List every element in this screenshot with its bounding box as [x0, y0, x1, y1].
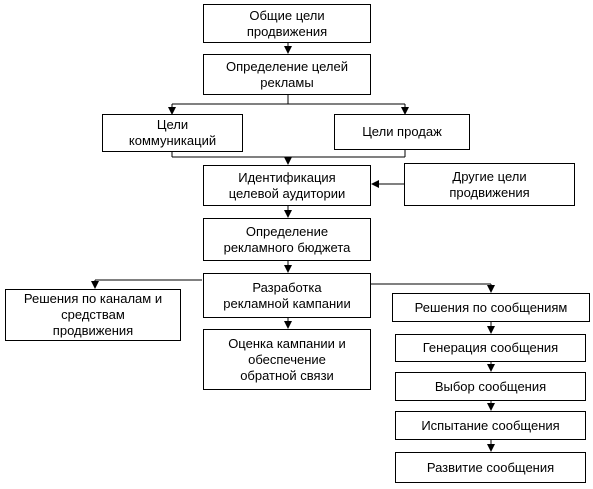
node-message-development: Развитие сообщения — [395, 452, 586, 483]
node-target-audience-label: Идентификация целевой аудитории — [228, 169, 346, 201]
node-other-goals: Другие цели продвижения — [404, 163, 575, 206]
node-message-decisions-label: Решения по сообщениям — [414, 299, 568, 315]
node-message-decisions: Решения по сообщениям — [392, 293, 590, 322]
node-evaluation: Оценка кампании и обеспечение обратной с… — [203, 329, 371, 390]
node-ad-goals: Определение целей рекламы — [203, 54, 371, 95]
node-campaign-label: Разработка рекламной кампании — [223, 279, 351, 311]
node-message-development-label: Развитие сообщения — [426, 459, 555, 475]
node-message-testing: Испытание сообщения — [395, 411, 586, 440]
node-general-goals-label: Общие цели продвижения — [246, 7, 328, 39]
node-target-audience: Идентификация целевой аудитории — [203, 165, 371, 206]
node-campaign: Разработка рекламной кампании — [203, 273, 371, 318]
node-channels-label: Решения по каналам и средствам продвижен… — [23, 291, 163, 338]
node-message-selection: Выбор сообщения — [395, 372, 586, 401]
node-message-testing-label: Испытание сообщения — [421, 417, 560, 433]
node-comm-goals-label: Цели коммуникаций — [128, 117, 217, 148]
node-budget: Определение рекламного бюджета — [203, 218, 371, 261]
node-general-goals: Общие цели продвижения — [203, 4, 371, 43]
node-ad-goals-label: Определение целей рекламы — [226, 58, 348, 90]
node-channels: Решения по каналам и средствам продвижен… — [5, 289, 181, 341]
node-message-generation-label: Генерация сообщения — [422, 340, 559, 355]
node-evaluation-label: Оценка кампании и обеспечение обратной с… — [228, 335, 346, 383]
node-sales-goals: Цели продаж — [334, 114, 470, 150]
node-message-selection-label: Выбор сообщения — [434, 378, 547, 394]
node-comm-goals: Цели коммуникаций — [102, 114, 243, 152]
node-message-generation: Генерация сообщения — [395, 334, 586, 362]
node-sales-goals-label: Цели продаж — [362, 124, 442, 139]
node-budget-label: Определение рекламного бюджета — [223, 223, 351, 255]
node-other-goals-label: Другие цели продвижения — [449, 168, 530, 200]
